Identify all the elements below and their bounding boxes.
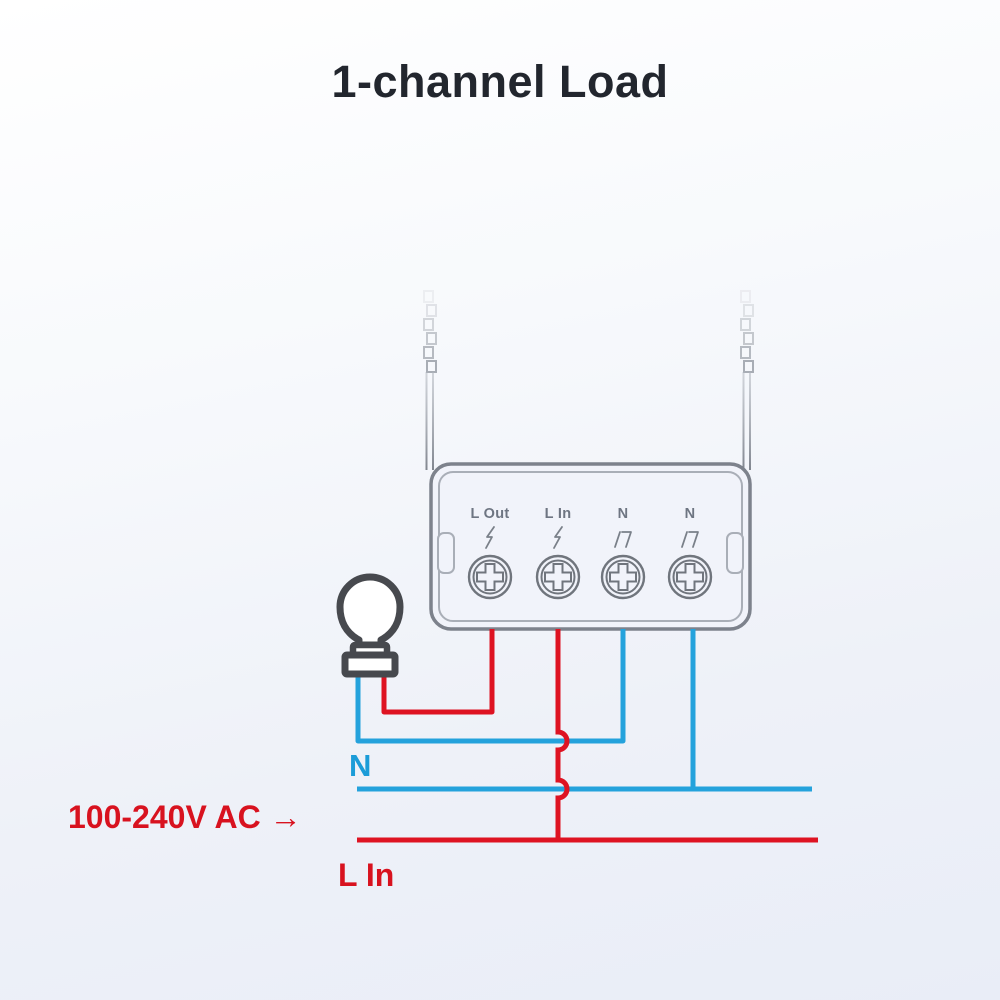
neutral-icon xyxy=(681,531,699,548)
neutral-icon xyxy=(614,531,632,548)
light-bulb-icon xyxy=(336,573,404,678)
terminal-screw-lin xyxy=(535,554,581,600)
live-wire-bulb xyxy=(381,629,495,715)
terminal-screw-n2 xyxy=(667,554,713,600)
terminal-label-lout: L Out xyxy=(470,506,510,522)
live-wire-mains-drop xyxy=(555,629,570,840)
terminal-label-n2: N xyxy=(684,506,696,522)
device-side-notch-right xyxy=(726,532,744,574)
device-side-notch-left xyxy=(437,532,455,574)
terminal-screw-n1 xyxy=(600,554,646,600)
top-cable-right-icon xyxy=(740,290,754,470)
live-line-label: L In xyxy=(338,857,395,893)
neutral-wire-bulb xyxy=(355,629,626,744)
supply-voltage-label: 100-240V AC → xyxy=(68,799,302,835)
terminal-screw-lout xyxy=(467,554,513,600)
top-cable-left-icon xyxy=(423,290,437,470)
terminal-label-n1: N xyxy=(617,506,629,522)
live-lightning-icon xyxy=(553,526,563,549)
live-lightning-icon xyxy=(485,526,495,549)
device-body xyxy=(429,462,752,631)
neutral-line-label: N xyxy=(349,748,372,783)
terminal-label-lin: L In xyxy=(544,506,572,522)
page-title: 1-channel Load xyxy=(331,56,669,107)
